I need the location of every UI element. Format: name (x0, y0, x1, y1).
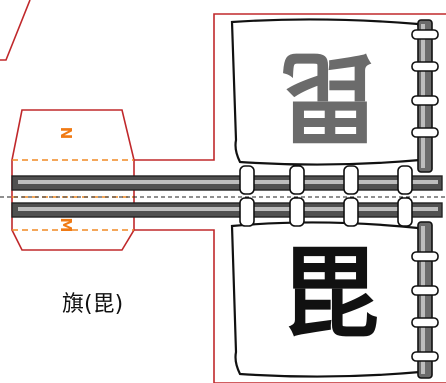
pole-rings (239, 165, 413, 227)
magnet-pole-top-label: N (57, 127, 75, 140)
upper-flag-character: 毘 (280, 38, 380, 156)
lower-flag-character: 毘 (280, 234, 380, 352)
flag-region-outline (134, 13, 446, 383)
flag-caption: 旗(毘) (62, 292, 124, 317)
top-left-outline (0, 0, 31, 61)
lower-flag-cloth (230, 221, 439, 379)
upper-flag-cloth (230, 18, 439, 173)
magnet-pole-bottom-label: M (57, 218, 75, 233)
horizontal-poles (0, 175, 446, 218)
